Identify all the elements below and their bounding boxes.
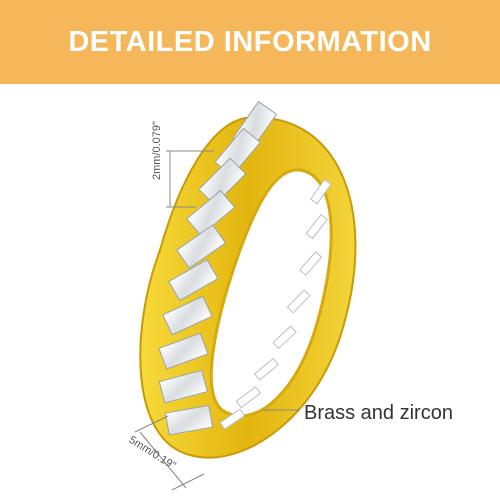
baguette-stone: [164, 404, 214, 436]
band-width-label: 2mm/0.079": [151, 121, 163, 180]
inner-stone: [309, 178, 332, 205]
header-banner: DETAILED INFORMATION: [0, 0, 500, 84]
baguette-stones: [158, 100, 278, 436]
baguette-stone: [158, 332, 209, 370]
baguette-stone: [158, 369, 208, 404]
baguette-stone: [176, 224, 227, 269]
dimension-lines: [134, 150, 300, 491]
material-label: Brass and zircon: [304, 402, 453, 424]
inner-stone: [305, 213, 329, 240]
baguette-stone: [162, 295, 213, 336]
inner-stones: [219, 178, 332, 430]
inner-stone: [286, 289, 311, 314]
inner-stone: [235, 386, 262, 409]
ring-inner: [209, 168, 333, 418]
baguette-stone: [198, 157, 247, 206]
inner-stone: [219, 408, 246, 430]
banner-title: DETAILED INFORMATION: [68, 25, 432, 58]
baguette-stone: [168, 258, 219, 302]
inner-stone: [299, 251, 323, 276]
inner-stone: [253, 357, 279, 381]
baguette-stone: [186, 189, 236, 237]
inner-stone: [272, 325, 297, 350]
